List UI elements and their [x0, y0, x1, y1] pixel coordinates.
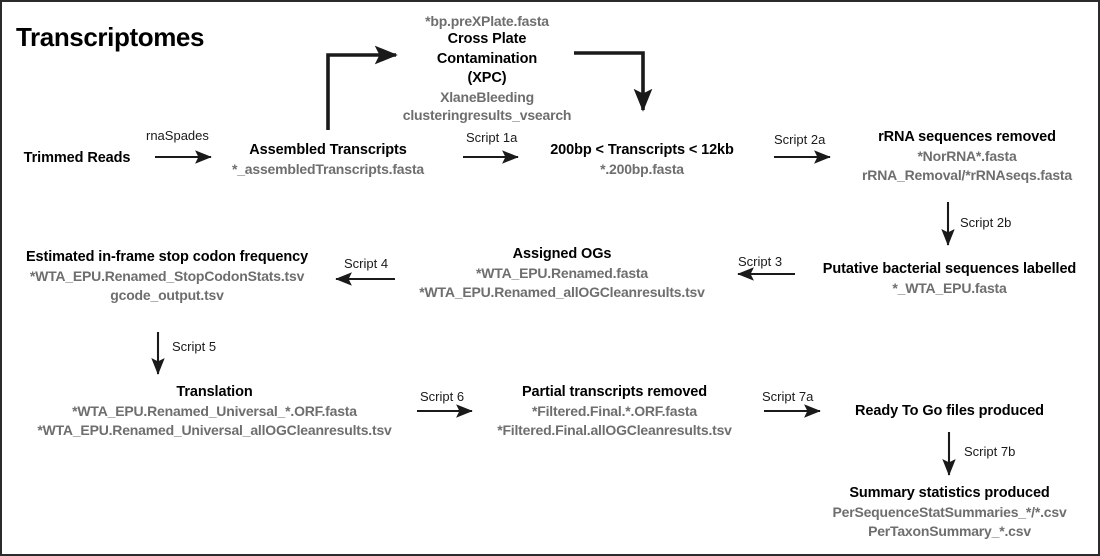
- assigned-ogs-header: Assigned OGs: [512, 246, 612, 262]
- partial-removed-header: Partial transcripts removed: [521, 384, 708, 400]
- node-cross-plate-contamination: *bp.preXPlate.fasta Cross Plate Contamin…: [302, 12, 672, 125]
- assembled-transcripts-header: Assembled Transcripts: [249, 142, 407, 158]
- translation-file-1: *WTA_EPU.Renamed_Universal_*.ORF.fasta: [72, 403, 357, 420]
- partial-removed-file-1: *Filtered.Final.*.ORF.fasta: [532, 403, 697, 420]
- bacterial-labelled-header: Putative bacterial sequences labelled: [822, 261, 1077, 277]
- bacterial-labelled-file-1: *_WTA_EPU.fasta: [892, 280, 1007, 297]
- edge-label-script-1a: Script 1a: [466, 130, 518, 145]
- edge-label-script-6: Script 6: [420, 389, 465, 404]
- edge-label-script-4: Script 4: [344, 256, 389, 271]
- translation-header: Translation: [176, 384, 253, 400]
- trimmed-reads-header: Trimmed Reads: [23, 150, 131, 166]
- xpc-file-top: *bp.preXPlate.fasta: [425, 13, 549, 29]
- partial-removed-file-2: *Filtered.Final.allOGCleanresults.tsv: [497, 421, 732, 438]
- xpc-header-line2: Contamination: [436, 50, 538, 67]
- node-trimmed-reads: Trimmed Reads: [2, 149, 152, 168]
- assigned-ogs-file-1: *WTA_EPU.Renamed.fasta: [476, 265, 648, 282]
- node-ready-to-go: Ready To Go files produced: [827, 402, 1072, 421]
- node-stop-codon-frequency: Estimated in-frame stop codon frequency …: [2, 248, 332, 304]
- length-filter-file-1: *.200bp.fasta: [600, 161, 684, 178]
- xpc-header-line1: Cross Plate: [447, 31, 527, 48]
- edge-label-script-3: Script 3: [738, 254, 783, 269]
- node-assembled-transcripts: Assembled Transcripts *_assembledTranscr…: [188, 141, 468, 179]
- edge-label-script-5: Script 5: [172, 339, 217, 354]
- stop-codon-header: Estimated in-frame stop codon frequency: [25, 249, 309, 265]
- rrna-removed-file-2: rRNA_Removal/*rRNAseqs.fasta: [862, 166, 1072, 183]
- xpc-file-2: clusteringresults_vsearch: [402, 107, 572, 124]
- length-filter-header: 200bp < Transcripts < 12kb: [550, 142, 734, 158]
- rrna-removed-header: rRNA sequences removed: [878, 129, 1056, 145]
- assigned-ogs-file-2: *WTA_EPU.Renamed_allOGCleanresults.tsv: [419, 283, 705, 300]
- node-assigned-ogs: Assigned OGs *WTA_EPU.Renamed.fasta *WTA…: [397, 245, 727, 301]
- summary-stats-file-2: PerTaxonSummary_*.csv: [868, 522, 1031, 539]
- edge-label-script-2a: Script 2a: [774, 132, 826, 147]
- xpc-file-1: XlaneBleeding: [440, 88, 534, 105]
- xpc-header-line3: (XPC): [467, 69, 507, 86]
- assembled-transcripts-file-1: *_assembledTranscripts.fasta: [231, 161, 425, 178]
- node-rrna-removed: rRNA sequences removed *NorRNA*.fasta rR…: [832, 128, 1098, 184]
- page-title: Transcriptomes: [16, 22, 205, 52]
- edge-label-script-7b: Script 7b: [964, 444, 1016, 459]
- translation-file-2: *WTA_EPU.Renamed_Universal_allOGCleanres…: [37, 421, 392, 438]
- stop-codon-file-1: *WTA_EPU.Renamed_StopCodonStats.tsv: [29, 268, 305, 285]
- summary-stats-file-1: PerSequenceStatSummaries_*/*.csv: [832, 504, 1067, 521]
- node-length-filter: 200bp < Transcripts < 12kb *.200bp.fasta: [512, 141, 772, 179]
- summary-stats-header: Summary statistics produced: [849, 485, 1050, 501]
- rrna-removed-file-1: *NorRNA*.fasta: [917, 148, 1017, 165]
- node-bacterial-labelled: Putative bacterial sequences labelled *_…: [797, 260, 1098, 298]
- node-summary-statistics: Summary statistics produced PerSequenceS…: [802, 484, 1097, 540]
- ready-to-go-header: Ready To Go files produced: [855, 403, 1044, 419]
- node-partial-removed: Partial transcripts removed *Filtered.Fi…: [467, 383, 762, 439]
- edge-label-script-2b: Script 2b: [960, 215, 1012, 230]
- edge-label-rnaspades: rnaSpades: [146, 128, 209, 143]
- node-translation: Translation *WTA_EPU.Renamed_Universal_*…: [2, 383, 427, 439]
- edge-label-script-7a: Script 7a: [762, 389, 814, 404]
- stop-codon-file-2: gcode_output.tsv: [110, 286, 224, 303]
